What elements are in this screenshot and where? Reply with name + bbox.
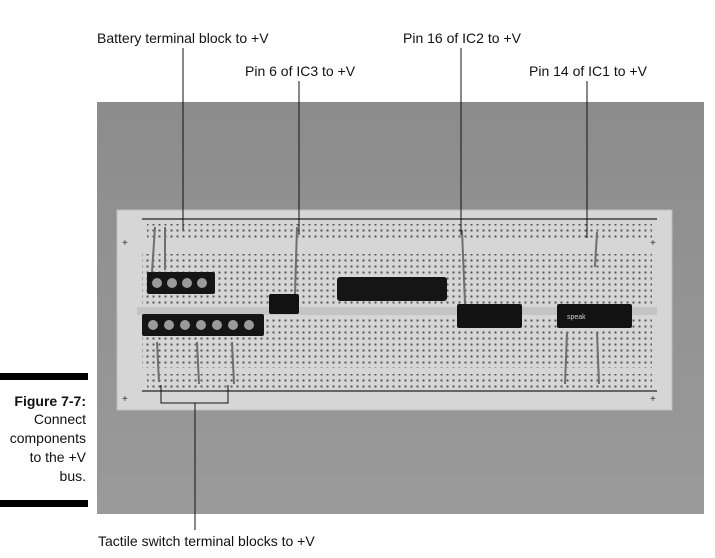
ic1-chip: [557, 304, 632, 328]
breadboard-photo: + + + + speak: [97, 102, 704, 514]
figure-number: Figure 7-7:: [14, 393, 86, 409]
caption-line: Connect: [33, 411, 86, 427]
battery-terminal-block: [147, 272, 215, 294]
caption-line: components: [9, 430, 86, 446]
terminal-screws: [148, 320, 254, 330]
figure-bar-top: [0, 373, 88, 380]
plus-marker: +: [122, 394, 128, 405]
terminal-screws: [152, 278, 207, 288]
caption-line: to the +V: [29, 449, 86, 465]
callout-battery: Battery terminal block to +V: [97, 30, 269, 46]
rail-holes-top: [147, 224, 652, 238]
middle-terminal-block: [337, 277, 447, 301]
ic2-chip: [457, 304, 522, 328]
ic3-chip: [269, 294, 299, 314]
center-channel: [137, 307, 657, 315]
plus-marker: +: [122, 238, 128, 249]
caption-line: bus.: [59, 468, 86, 484]
callout-ic2: Pin 16 of IC2 to +V: [403, 30, 521, 46]
figure-bar-bottom: [0, 500, 88, 507]
chip-label: speak: [567, 314, 586, 321]
callout-tactile: Tactile switch terminal blocks to +V: [98, 533, 315, 549]
callout-ic3: Pin 6 of IC3 to +V: [245, 63, 356, 79]
figure-caption: Connect components to the +V bus.: [0, 410, 86, 486]
jumper-wires: [151, 226, 600, 385]
plus-marker: +: [650, 238, 656, 249]
plus-marker: +: [650, 394, 656, 405]
rail-holes-bottom: [147, 374, 652, 388]
callout-ic1: Pin 14 of IC1 to +V: [529, 63, 647, 79]
